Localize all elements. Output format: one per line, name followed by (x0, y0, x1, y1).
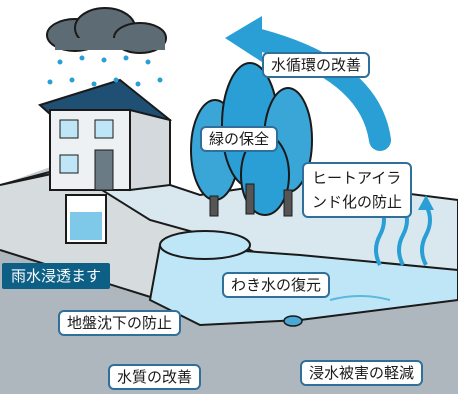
label-water-quality: 水質の改善 (108, 364, 202, 390)
fish-icon (283, 315, 303, 327)
label-green: 緑の保全 (200, 126, 279, 152)
label-water-cycle: 水循環の改善 (262, 52, 371, 78)
rain-cloud (46, 7, 167, 54)
label-heat-island: ヒートアイラ ンド化の防止 (302, 162, 413, 218)
label-heat-island-line1: ヒートアイラ (312, 169, 402, 187)
water-cycle-arrow (225, 16, 391, 151)
label-flood: 浸水被害の軽減 (300, 360, 424, 386)
label-spring-water: わき水の復元 (222, 272, 331, 298)
pond (159, 230, 251, 260)
infiltration-pit (65, 194, 107, 244)
house (38, 78, 172, 192)
label-subsidence: 地盤沈下の防止 (58, 310, 182, 336)
heat-arrowhead-3 (418, 195, 434, 210)
label-heat-island-line2: ンド化の防止 (312, 193, 403, 211)
forest (190, 62, 313, 217)
label-rain-infiltration: 雨水浸透ます (2, 263, 111, 289)
rain-drops (47, 55, 163, 87)
